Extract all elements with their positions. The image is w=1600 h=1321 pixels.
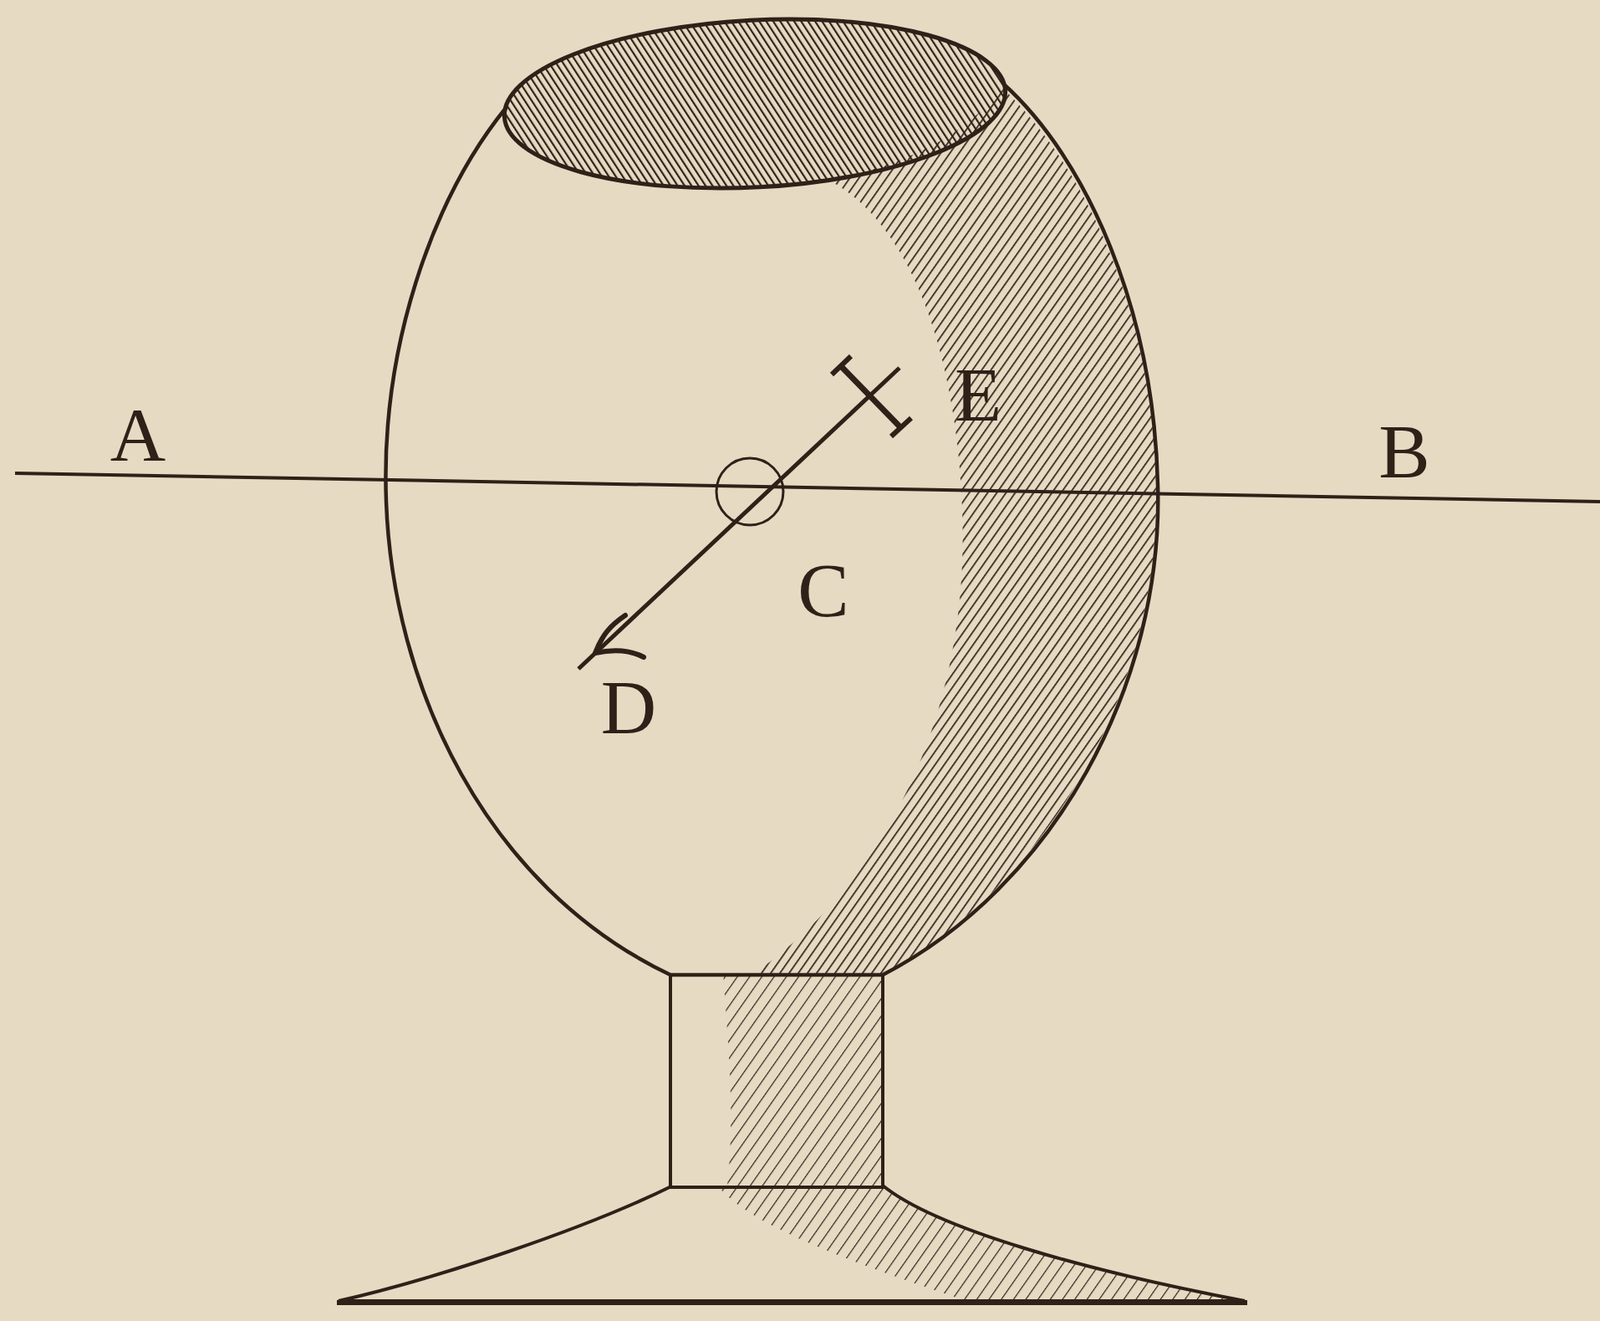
point-letter: C xyxy=(797,547,849,633)
arrow-crossbar xyxy=(840,366,902,429)
point-letter: B xyxy=(1378,408,1430,495)
glass-foot xyxy=(338,1185,1245,1301)
point-label: A xyxy=(110,396,166,474)
arrow-head xyxy=(595,615,644,658)
point-letter: D xyxy=(601,664,657,750)
centre-circle xyxy=(716,458,784,525)
point-label: B xyxy=(1378,412,1430,490)
bulb-shading xyxy=(752,86,1157,975)
point-letter: E xyxy=(954,351,1002,438)
glass-stem xyxy=(670,969,883,1188)
point-label: E xyxy=(954,356,1002,434)
arrow-shaft xyxy=(578,367,900,669)
ground-line xyxy=(336,1299,1248,1305)
glass-opening xyxy=(499,6,1010,200)
point-label: C xyxy=(797,551,849,629)
stem-shading xyxy=(723,971,882,1186)
glass-bulb xyxy=(385,83,1158,975)
point-letter: A xyxy=(110,392,166,478)
horizontal-line xyxy=(15,473,1600,502)
point-label: D xyxy=(601,668,657,746)
crossbar-serif xyxy=(831,356,851,375)
crossbar-serif xyxy=(891,417,912,437)
foot-shading xyxy=(718,1185,1238,1300)
